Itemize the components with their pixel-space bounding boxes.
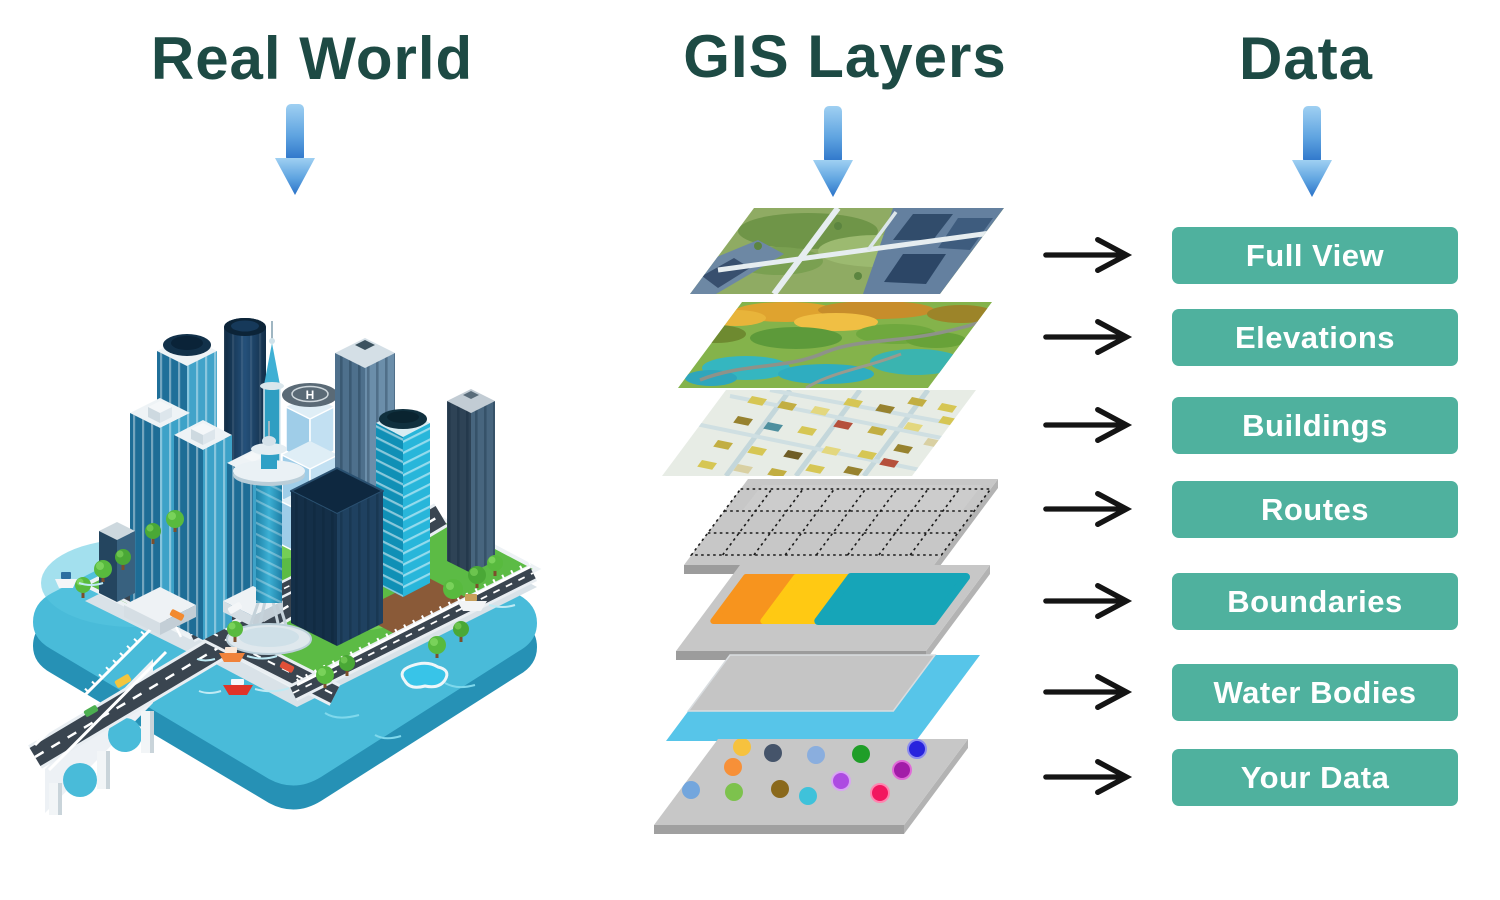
red-boat [198, 679, 290, 695]
data-label-text: Routes [1260, 491, 1370, 527]
gis-layers-title: GIS Layers [683, 23, 1007, 90]
your-data-dots [682, 739, 927, 805]
gis-layer-water-bodies [664, 653, 984, 745]
needle-tower [226, 421, 312, 655]
arrow-to-boundaries [1043, 583, 1133, 619]
boats [55, 572, 516, 695]
arrow-to-buildings [1043, 407, 1133, 443]
data-label-buildings: Buildings [1172, 397, 1458, 454]
data-label-routes: Routes [1172, 481, 1458, 538]
down-arrow-icon [813, 106, 853, 197]
cars [83, 602, 295, 717]
orange-boat [196, 647, 278, 662]
data-label-elevations: Elevations [1172, 309, 1458, 366]
down-arrow-icon [275, 104, 315, 195]
data-label-boundaries: Boundaries [1172, 573, 1458, 630]
arrow-to-water-bodies [1043, 674, 1133, 710]
data-label-water-bodies: Water Bodies [1172, 664, 1458, 721]
arrow-to-routes [1043, 491, 1133, 527]
data-label-text: Water Bodies [1213, 674, 1417, 710]
data-label-your-data: Your Data [1172, 749, 1458, 806]
arrow-to-full-view [1043, 237, 1133, 273]
data-title: Data [1238, 25, 1374, 92]
gis-layer-your-data [652, 737, 972, 839]
gis-layer-boundaries [674, 563, 994, 665]
trees [75, 510, 503, 688]
data-label-text: Boundaries [1227, 583, 1403, 619]
gis-layer-elevation [676, 300, 996, 392]
pool [400, 661, 449, 689]
data-label-text: Elevations [1234, 319, 1396, 355]
real-world-title: Real World [150, 25, 474, 92]
gis-layer-satellite-imagery [688, 206, 1008, 298]
data-label-text: Buildings [1242, 407, 1388, 443]
gis-layer-buildings [660, 388, 980, 480]
real-world-city-illustration: H [28, 318, 542, 815]
svg-text:H: H [306, 388, 315, 402]
data-label-full-view: Full View [1172, 227, 1458, 284]
city-buildings: H [99, 318, 495, 655]
tugboat [55, 572, 104, 588]
down-arrow-icon [1292, 106, 1332, 197]
arrow-to-your-data [1043, 759, 1133, 795]
arrow-to-elevations [1043, 319, 1133, 355]
yacht [457, 594, 516, 611]
data-label-text: Your Data [1240, 759, 1390, 795]
data-label-text: Full View [1245, 237, 1385, 273]
